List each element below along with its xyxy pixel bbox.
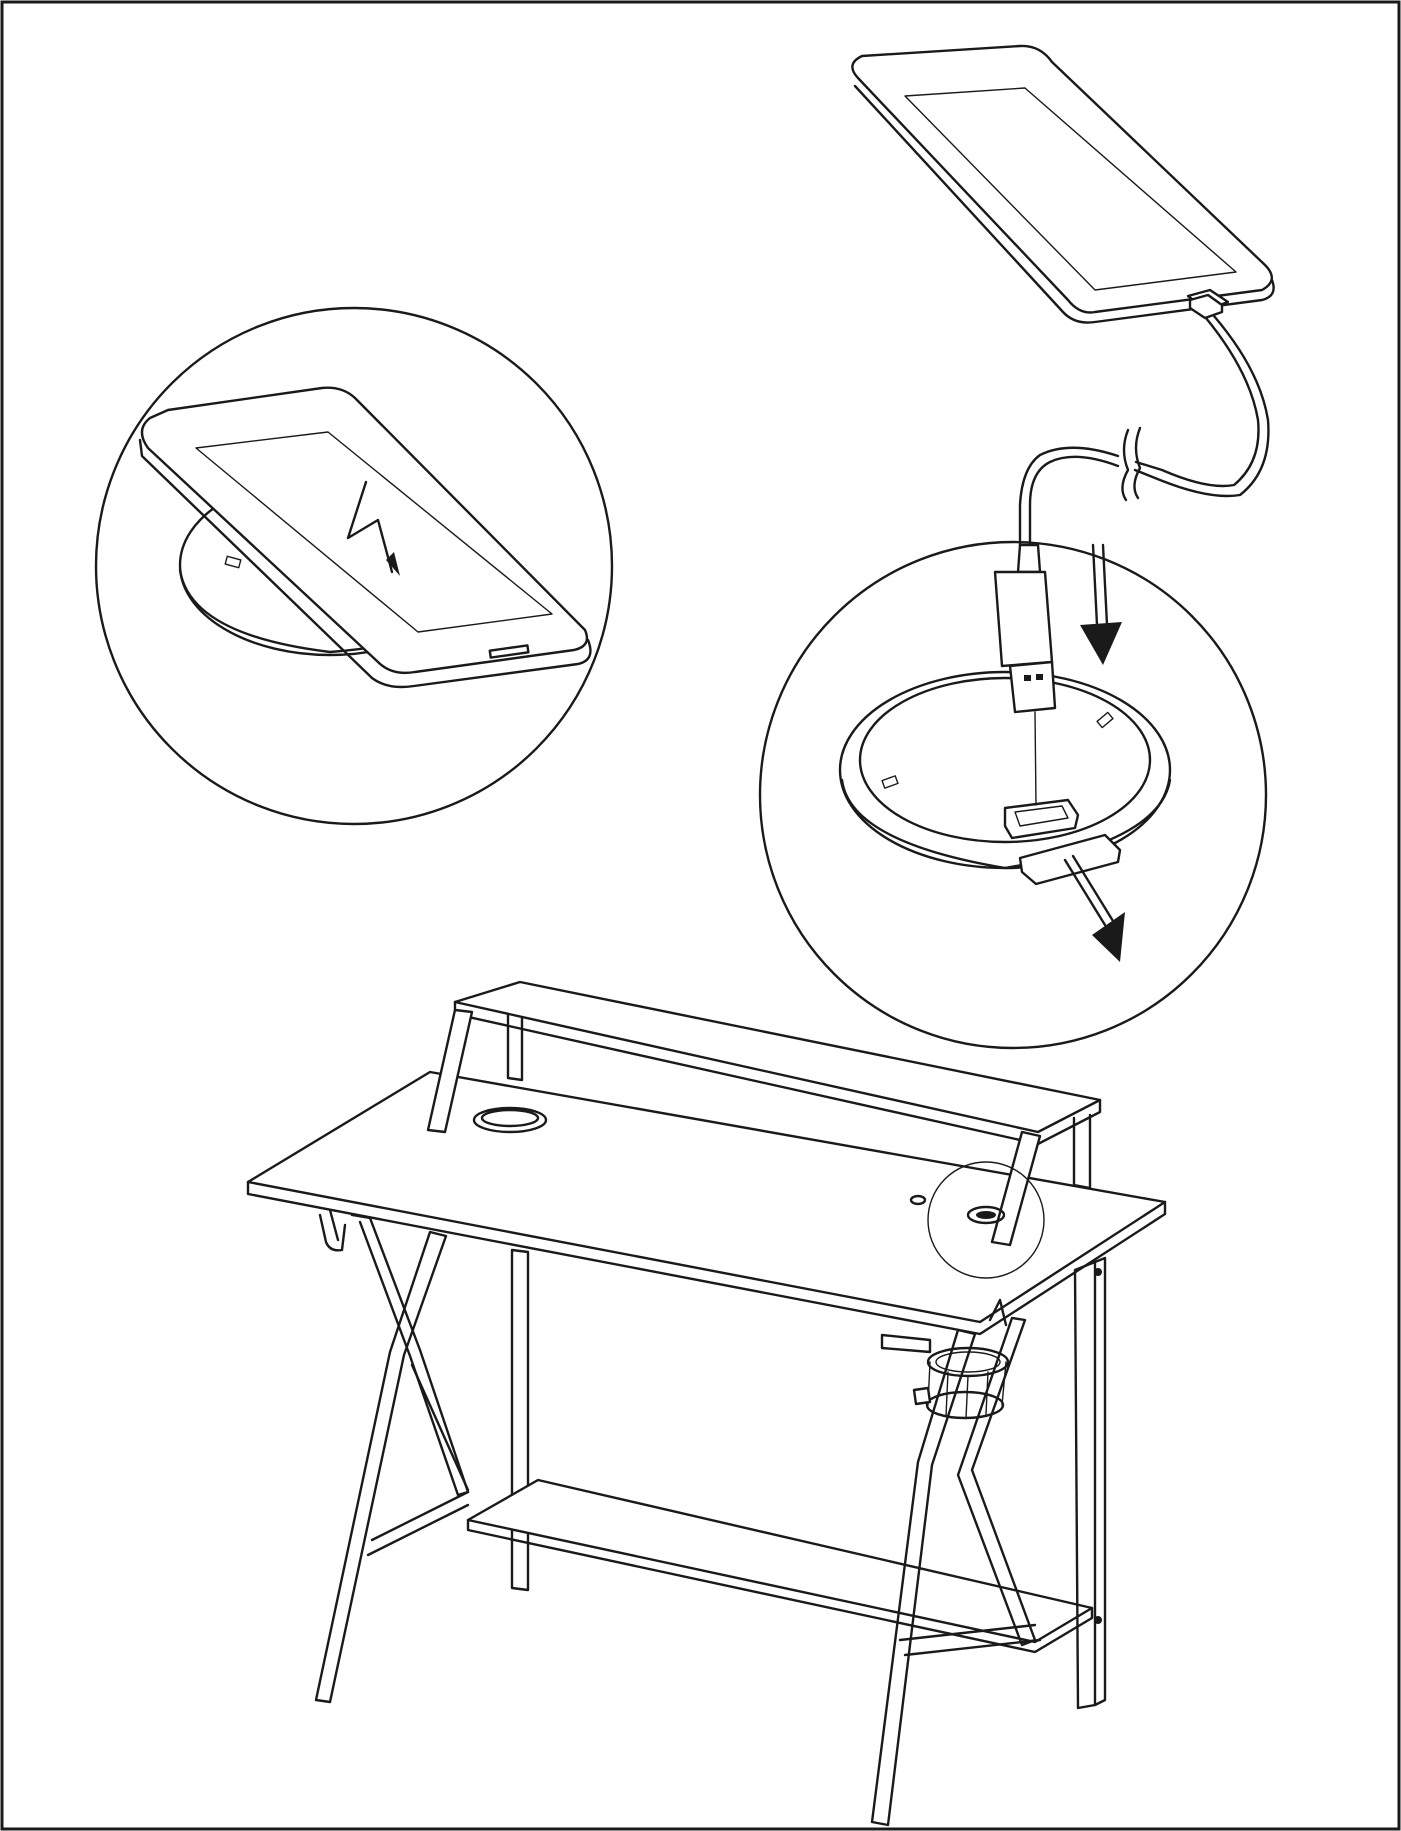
phone-with-cable <box>851 44 1275 547</box>
lightning-bolt-icon <box>346 480 394 574</box>
arrow-down-icon <box>1080 543 1122 665</box>
arrow-down-right-icon <box>1063 854 1125 962</box>
gaming-desk <box>246 980 1167 1827</box>
detail-circle-usb-port <box>758 540 1268 1050</box>
detail-circle-wireless-charging <box>94 306 614 826</box>
